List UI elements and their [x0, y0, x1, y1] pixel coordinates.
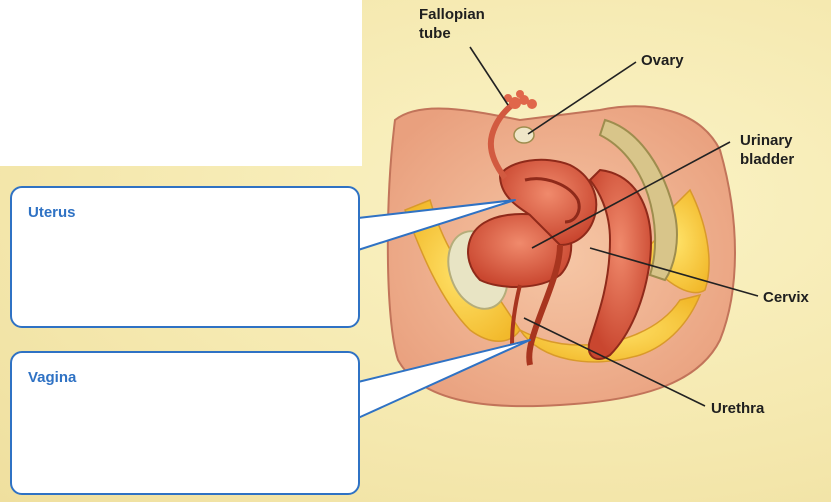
urinary-label-line2: bladder	[740, 151, 795, 168]
fimbriae	[504, 90, 537, 109]
cervix-label: Cervix	[763, 289, 809, 306]
leader-lines	[469, 46, 759, 407]
uterine-cavity	[524, 177, 581, 224]
sacrum	[598, 118, 678, 282]
fat-layer-bottom	[517, 293, 702, 363]
urinary-label-line1: Urinary	[740, 132, 793, 149]
ovary-label: Ovary	[641, 52, 684, 69]
ovary	[513, 126, 535, 144]
vagina-callout[interactable]: Vagina	[10, 351, 360, 495]
urethra	[510, 284, 522, 346]
urinary-bladder-label: Urinary bladder	[740, 131, 794, 169]
fallopian-label-line2: tube	[419, 25, 451, 42]
bladder	[467, 213, 573, 288]
uterus-callout-label: Uterus	[28, 204, 76, 221]
blank-area	[0, 0, 362, 166]
fallopian-tube	[487, 102, 514, 180]
vagina-callout-label: Vagina	[28, 369, 77, 386]
vagina	[526, 244, 563, 366]
rectum	[587, 168, 652, 360]
urethra-label: Urethra	[711, 400, 765, 417]
fallopian-tube-label: Fallopian tube	[419, 5, 485, 43]
fallopian-label-line1: Fallopian	[419, 6, 485, 23]
uterus-callout[interactable]: Uterus	[10, 186, 360, 328]
